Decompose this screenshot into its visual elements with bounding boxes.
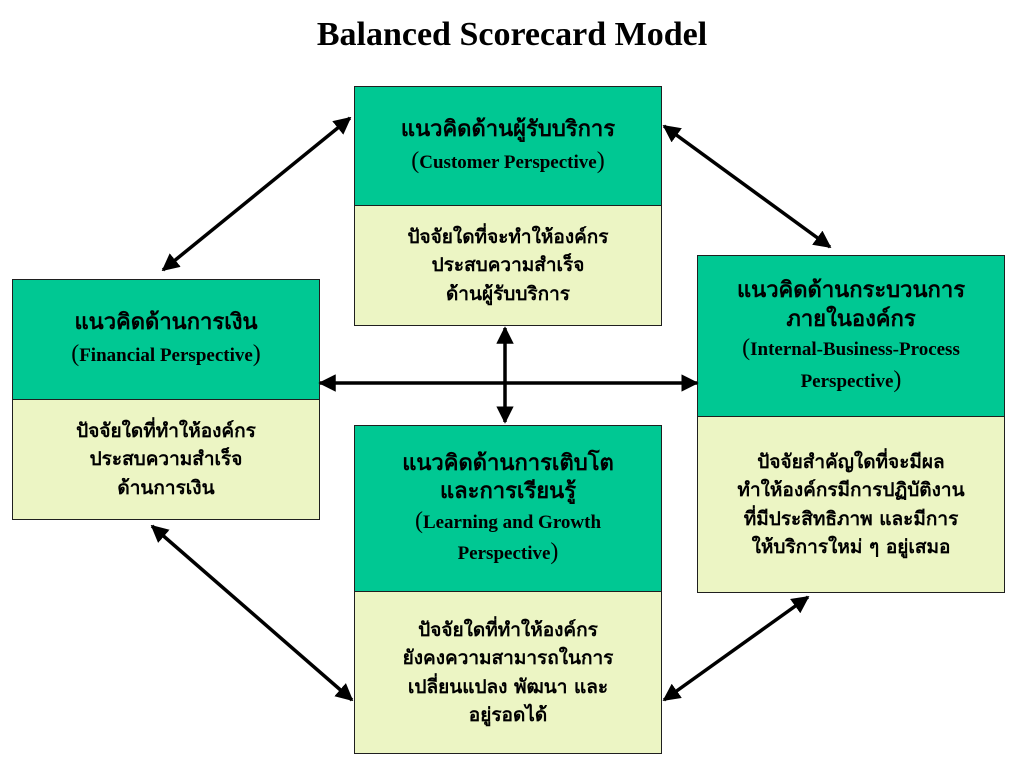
learning-growth-perspective-box: แนวคิดด้านการเติบโต และการเรียนรู้ (Lear…	[354, 425, 662, 754]
financial-heading-th: แนวคิดด้านการเงิน	[74, 309, 258, 336]
learning-heading-en-line: Perspective)	[457, 539, 559, 566]
internal-process-perspective-box: แนวคิดด้านกระบวนการ ภายในองค์กร (Interna…	[697, 255, 1005, 593]
learning-factor-line: เปลี่ยนแปลง พัฒนา และ	[407, 675, 609, 698]
financial-factor-line: ประสบความสำเร็จ	[89, 448, 243, 471]
customer-perspective-factors: ปัจจัยใดที่จะทำให้องค์กร ประสบความสำเร็จ…	[354, 206, 662, 326]
customer-heading-en: (Customer Perspective)	[411, 147, 605, 174]
learning-heading-th-line: แนวคิดด้านการเติบโต	[402, 449, 614, 476]
customer-factor-line: ปัจจัยใดที่จะทำให้องค์กร	[407, 225, 609, 248]
internal-process-perspective-heading: แนวคิดด้านกระบวนการ ภายในองค์กร (Interna…	[697, 255, 1005, 417]
learning-factor-line: อยู่รอดได้	[468, 704, 548, 726]
financial-heading-en-text: Financial Perspective	[79, 345, 253, 367]
internal-factor-line: ปัจจัยสำคัญใดที่จะมีผล	[757, 450, 945, 473]
arrow-learning-internal	[662, 595, 810, 702]
internal-heading-en-text: Perspective	[800, 370, 894, 392]
internal-factor-line: ให้บริการใหม่ ๆ อยู่เสมอ	[751, 536, 951, 558]
financial-perspective-box: แนวคิดด้านการเงิน (Financial Perspective…	[12, 279, 320, 520]
financial-perspective-heading: แนวคิดด้านการเงิน (Financial Perspective…	[12, 279, 320, 400]
internal-factor-line: ที่มีประสิทธิภาพ และมีการ	[743, 507, 959, 530]
customer-factor-line: ด้านผู้รับบริการ	[445, 282, 571, 305]
internal-process-perspective-factors: ปัจจัยสำคัญใดที่จะมีผล ทำให้องค์กรมีการป…	[697, 417, 1005, 593]
learning-heading-en-text: Perspective	[457, 543, 551, 565]
customer-heading-th: แนวคิดด้านผู้รับบริการ	[400, 115, 616, 142]
arrow-customer-financial	[161, 116, 352, 272]
learning-heading-th-line: และการเรียนรู้	[439, 478, 577, 505]
learning-factor-line: ปัจจัยใดที่ทำให้องค์กร	[418, 618, 598, 641]
internal-heading-en-line: Perspective)	[800, 366, 902, 393]
learning-heading-en-text: Learning and Growth	[422, 511, 602, 533]
diagram-title: Balanced Scorecard Model	[316, 16, 708, 53]
internal-heading-th-line: แนวคิดด้านกระบวนการ	[736, 277, 966, 304]
customer-perspective-heading: แนวคิดด้านผู้รับบริการ (Customer Perspec…	[354, 86, 662, 206]
learning-growth-perspective-heading: แนวคิดด้านการเติบโต และการเรียนรู้ (Lear…	[354, 425, 662, 592]
financial-factor-line: ด้านการเงิน	[117, 476, 215, 499]
financial-perspective-factors: ปัจจัยใดที่ทำให้องค์กร ประสบความสำเร็จ ด…	[12, 400, 320, 520]
internal-factor-line: ทำให้องค์กรมีการปฏิบัติงาน	[737, 479, 965, 501]
internal-heading-th-line: ภายในองค์กร	[786, 305, 916, 332]
internal-heading-en-text: Internal-Business-Process	[750, 339, 960, 361]
customer-perspective-box: แนวคิดด้านผู้รับบริการ (Customer Perspec…	[354, 86, 662, 326]
learning-growth-perspective-factors: ปัจจัยใดที่ทำให้องค์กร ยังคงความสามารถใน…	[354, 592, 662, 754]
financial-factor-line: ปัจจัยใดที่ทำให้องค์กร	[76, 419, 256, 442]
customer-heading-en-text: Customer Perspective	[419, 151, 597, 173]
arrow-customer-internal	[662, 124, 832, 249]
financial-heading-en: (Financial Perspective)	[71, 341, 261, 368]
customer-factor-line: ประสบความสำเร็จ	[431, 254, 585, 277]
internal-heading-en-line: (Internal-Business-Process	[742, 335, 960, 362]
learning-factor-line: ยังคงความสามารถในการ	[402, 647, 614, 669]
arrow-financial-learning	[150, 524, 354, 702]
learning-heading-en-line: (Learning and Growth	[414, 507, 602, 534]
